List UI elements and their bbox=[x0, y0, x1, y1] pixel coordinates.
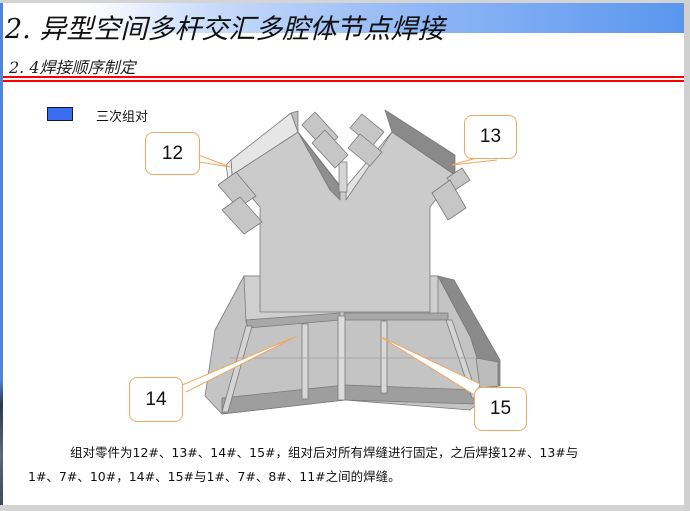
callout-15-label: 15 bbox=[489, 398, 512, 419]
callout-15: 15 bbox=[474, 387, 527, 431]
left-accent-strip bbox=[0, 3, 3, 505]
description-text: 组对零件为12#、13#、14#、15#，组对后对所有焊缝进行固定，之后焊接12… bbox=[28, 441, 668, 489]
window-edge-shadow bbox=[684, 0, 690, 511]
legend-swatch bbox=[47, 107, 73, 121]
divider-line-top bbox=[3, 76, 684, 78]
divider-line-bottom bbox=[3, 80, 684, 82]
callout-12-label: 12 bbox=[161, 142, 184, 164]
header-band bbox=[3, 3, 684, 33]
callout-14: 14 bbox=[129, 377, 183, 422]
node-3d-model-figure bbox=[179, 109, 501, 415]
callout-13: 13 bbox=[464, 115, 517, 159]
callout-13-label: 13 bbox=[479, 126, 502, 147]
description-line-1: 组对零件为12#、13#、14#、15#，组对后对所有焊缝进行固定，之后焊接12… bbox=[70, 445, 579, 460]
callout-14-label: 14 bbox=[145, 388, 167, 410]
legend-label: 三次组对 bbox=[96, 110, 149, 125]
slide-subtitle: 2. 4焊接顺序制定 bbox=[9, 58, 136, 77]
callout-12: 12 bbox=[145, 132, 200, 175]
slide-title: 2. 异型空间多杆交汇多腔体节点焊接 bbox=[5, 14, 445, 45]
slide: 2. 异型空间多杆交汇多腔体节点焊接 2. 4焊接顺序制定 三次组对 bbox=[0, 3, 684, 505]
description-line-2: 1#、7#、10#，14#、15#与1#、7#、8#、11#之间的焊缝。 bbox=[28, 469, 401, 484]
